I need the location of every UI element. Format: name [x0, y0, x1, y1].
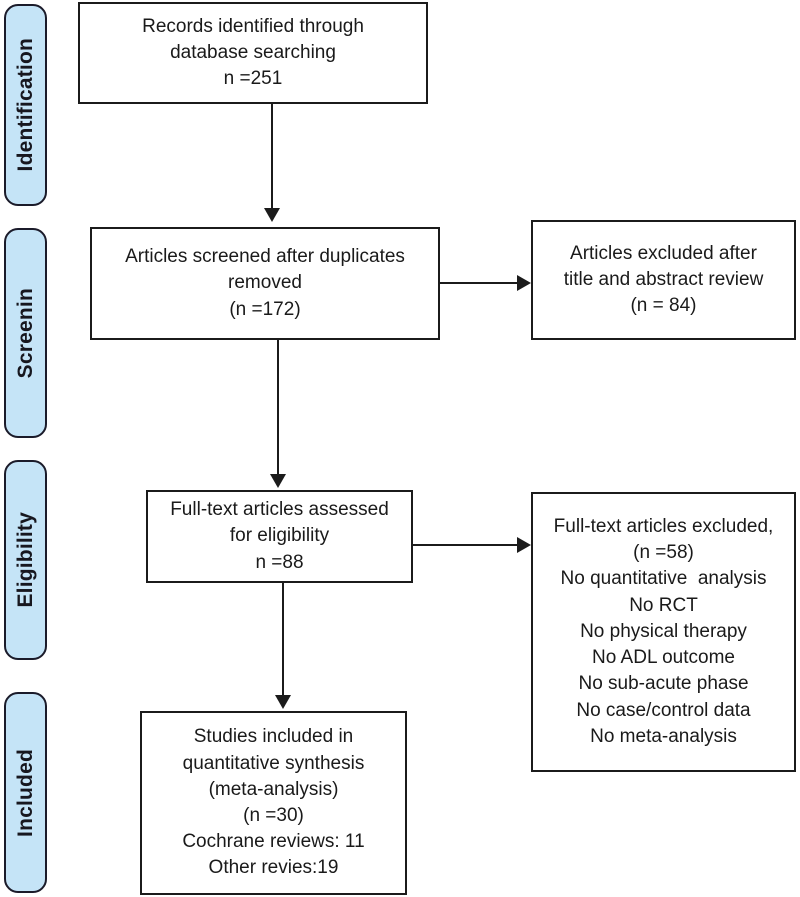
stage-tab-identification: Identification — [4, 4, 47, 206]
box-line: n =251 — [223, 68, 283, 90]
box-studies-included: Studies included in quantitative synthes… — [140, 711, 407, 895]
arrow-head-down-icon — [264, 208, 280, 222]
box-line: (n =172) — [229, 298, 301, 320]
box-line: removed — [228, 272, 302, 294]
box-line: Articles screened after duplicates — [125, 246, 405, 268]
stage-label-identification: Identification — [13, 38, 37, 172]
box-line: No physical therapy — [580, 620, 747, 642]
box-line: Studies included in — [193, 726, 354, 748]
stage-tab-included: Included — [4, 692, 47, 893]
box-line: title and abstract review — [563, 268, 764, 290]
box-line: Other revies:19 — [208, 857, 339, 879]
box-line: No case/control data — [576, 699, 751, 721]
box-line: (meta-analysis) — [208, 778, 339, 800]
box-line: Articles excluded after — [570, 242, 757, 264]
box-line: database searching — [170, 41, 336, 63]
arrow-head-down-icon — [270, 474, 286, 488]
box-line: No sub-acute phase — [578, 673, 749, 695]
stage-tab-eligibility: Eligibility — [4, 460, 47, 660]
box-records-identified: Records identified through database sear… — [78, 2, 428, 104]
box-line: (n =58) — [633, 542, 694, 564]
connector-line — [282, 583, 284, 697]
box-line: (n =30) — [243, 805, 304, 826]
connector-line — [440, 282, 519, 284]
box-line: Full-text articles excluded, — [553, 516, 774, 538]
arrow-head-down-icon — [275, 695, 291, 709]
stage-label-eligibility: Eligibility — [13, 512, 37, 608]
arrow-head-right-icon — [517, 275, 531, 291]
box-line: n =88 — [255, 551, 304, 573]
box-line: No ADL outcome — [592, 647, 735, 669]
box-fulltext-excluded: Full-text articles excluded, (n =58) No … — [531, 492, 796, 772]
box-fulltext-assessed: Full-text articles assessed for eligibil… — [146, 490, 413, 583]
stage-label-screening: Screenin — [13, 287, 37, 379]
stage-label-included: Included — [13, 748, 37, 837]
connector-line — [413, 544, 519, 546]
box-line: (n = 84) — [630, 295, 697, 317]
box-line: Full-text articles assessed — [170, 499, 389, 521]
stage-tab-screening: Screenin — [4, 228, 47, 438]
box-line: No RCT — [629, 594, 698, 616]
arrow-head-right-icon — [517, 537, 531, 553]
box-line: No quantitative analysis — [560, 568, 767, 590]
box-articles-excluded-title-abstract: Articles excluded after title and abstra… — [531, 220, 796, 340]
box-line: Cochrane reviews: 11 — [182, 831, 365, 853]
connector-line — [277, 340, 279, 476]
box-line: No meta-analysis — [590, 725, 737, 747]
box-line: Records identified through — [142, 15, 364, 37]
box-line: for eligibility — [229, 525, 330, 547]
box-line: quantitative synthesis — [182, 752, 365, 774]
connector-line — [271, 104, 273, 210]
box-articles-screened: Articles screened after duplicates remov… — [90, 227, 440, 340]
